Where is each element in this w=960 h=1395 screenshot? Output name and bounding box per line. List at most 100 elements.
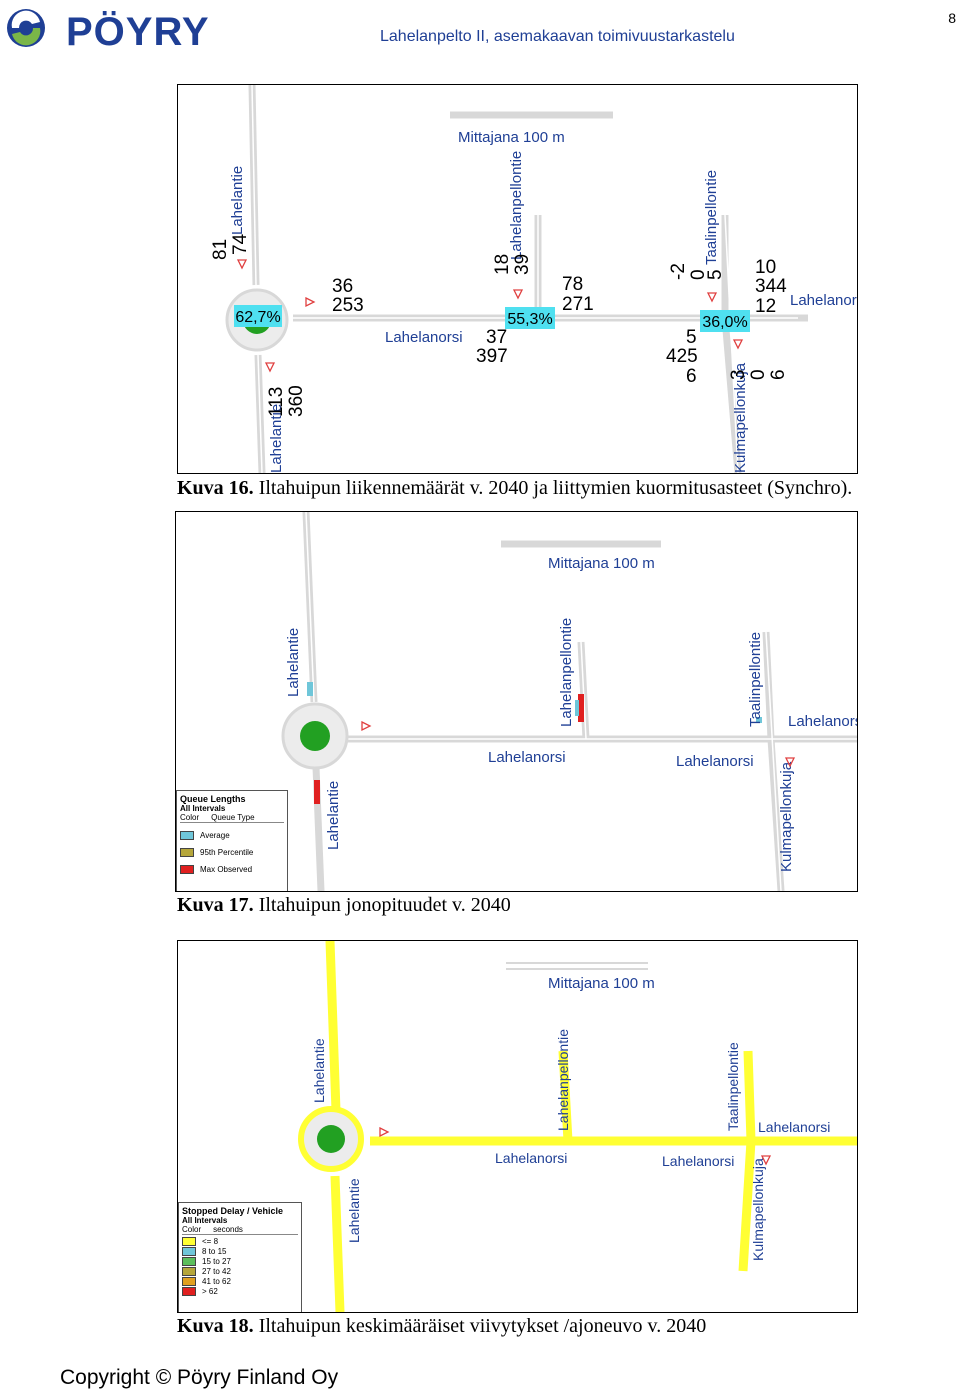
legend-item-label: 15 to 27 — [202, 1257, 231, 1266]
volume-label: -2 — [668, 263, 689, 280]
street-label: Lahelanorsi — [488, 749, 566, 766]
legend-item: 27 to 42 — [182, 1267, 298, 1276]
volume-label: 6 — [768, 369, 789, 380]
legend-column-header: Color — [180, 813, 200, 822]
volume-label: 253 — [332, 295, 364, 316]
legend-column-header: seconds — [213, 1225, 243, 1234]
volume-label: 37 — [486, 327, 507, 348]
street-label: Lahelanorsi — [662, 1153, 734, 1169]
poyry-logo: PÖYRY — [4, 6, 244, 54]
document-title: Lahelanpelto II, asemakaavan toimivuusta… — [380, 28, 735, 45]
volume-label: 425 — [666, 346, 698, 367]
caption-text: Iltahuipun keskimääräiset viivytykset /a… — [253, 1315, 707, 1337]
street-label: Lahelantie — [268, 404, 285, 473]
street-label: Lahelanorsi — [385, 329, 463, 346]
volume-label: 344 — [755, 276, 787, 297]
figure-caption: Kuva 18. Iltahuipun keskimääräiset viivy… — [177, 1315, 706, 1338]
legend-item-label: 95th Percentile — [200, 848, 254, 857]
street-label: Kulmapellonkuja — [750, 1158, 766, 1261]
volume-label: 0 — [688, 269, 709, 280]
poyry-logo-icon — [7, 9, 45, 47]
street-label: Lahelanorsi — [790, 292, 857, 309]
volume-label: 6 — [686, 366, 697, 387]
street-label: Lahelantie — [311, 1038, 327, 1103]
volume-label: 81 — [210, 239, 231, 260]
street-label: Lahelantie — [346, 1178, 362, 1243]
figure-caption: Kuva 17. Iltahuipun jonopituudet v. 2040 — [177, 894, 511, 917]
street-label: Taalinpellontie — [747, 632, 764, 727]
legend-column-header: Queue Type — [211, 813, 255, 822]
legend-item: 95th Percentile — [180, 848, 284, 857]
legend-swatch — [180, 831, 194, 840]
legend-swatch — [182, 1277, 196, 1286]
legend-item: 41 to 62 — [182, 1277, 298, 1286]
caption-label: Kuva 17. — [177, 894, 254, 916]
street-label: Lahelantie — [325, 781, 342, 850]
legend-swatch — [182, 1267, 196, 1276]
volume-label: 113 — [266, 387, 287, 417]
street-label: Lahelantie — [229, 166, 246, 235]
street-label: Lahelanpellontie — [558, 618, 575, 727]
scale-bar-label: Mittajana 100 m — [548, 555, 655, 572]
legend-item: > 62 — [182, 1287, 298, 1296]
legend-swatch — [182, 1257, 196, 1266]
legend-item-label: Max Observed — [200, 865, 253, 874]
footer-copyright: Copyright © Pöyry Finland Oy — [60, 1366, 339, 1389]
street-label: Kulmapellonkuja — [778, 761, 795, 872]
legend-swatch — [180, 865, 194, 874]
figure-caption: Kuva 16. Iltahuipun liikennemäärät v. 20… — [177, 477, 852, 500]
legend-swatch — [180, 848, 194, 857]
volume-label: 271 — [562, 294, 594, 315]
figure-stopped-delay: Mittajana 100 m Lahelantie Lahelantie La… — [177, 940, 858, 1313]
legend-item: 15 to 27 — [182, 1257, 298, 1266]
delay-map: Mittajana 100 m Lahelantie Lahelantie La… — [298, 941, 857, 1312]
queue-legend: Queue Lengths All Intervals Color Queue … — [176, 790, 288, 891]
volume-label: 36 — [332, 276, 353, 297]
street-label: Lahelanpellontie — [555, 1029, 571, 1131]
legend-swatch — [182, 1247, 196, 1256]
street-label: Lahelanorsi — [758, 1119, 830, 1135]
caption-text: Iltahuipun jonopituudet v. 2040 — [253, 894, 511, 916]
legend-item-label: 27 to 42 — [202, 1267, 231, 1276]
legend-item-label: 8 to 15 — [202, 1247, 227, 1256]
street-label: Lahelanorsi — [788, 713, 857, 730]
legend-title: Stopped Delay / Vehicle — [182, 1206, 284, 1216]
street-label: Lahelanorsi — [676, 753, 754, 770]
legend-item: Max Observed — [180, 865, 284, 874]
page-number: 8 — [948, 10, 956, 26]
legend-title: Queue Lengths — [180, 794, 246, 804]
legend-column-header: Color — [182, 1225, 202, 1234]
queue-length-map: Mittajana 100 m Lahelantie Lahelantie La… — [281, 512, 857, 891]
caption-label: Kuva 18. — [177, 1315, 254, 1337]
delay-legend: Stopped Delay / Vehicle All Intervals Co… — [178, 1202, 302, 1312]
legend-swatch — [182, 1237, 196, 1246]
load-taalinpellontie: 36,0% — [702, 314, 747, 331]
legend-item: 8 to 15 — [182, 1247, 298, 1256]
legend-item: <= 8 — [182, 1237, 298, 1246]
legend-item-label: 41 to 62 — [202, 1277, 231, 1286]
load-lahelanpellontie: 55,3% — [507, 311, 552, 328]
legend-subtitle: All Intervals — [180, 804, 226, 813]
volume-label: 10 — [755, 257, 776, 278]
volume-label: 18 — [492, 254, 513, 275]
street-label: Kulmapellonkuja — [732, 362, 749, 473]
legend-item-label: Average — [200, 831, 230, 840]
street-label: Taalinpellontie — [703, 170, 720, 265]
volume-label: 39 — [512, 254, 533, 275]
legend-subtitle: All Intervals — [182, 1216, 228, 1225]
traffic-volume-map: 62,7% 55,3% 36,0% Mittajana 100 m Lahela… — [210, 85, 857, 473]
volume-label: 74 — [230, 233, 251, 255]
figure-queue-lengths: Mittajana 100 m Lahelantie Lahelantie La… — [175, 511, 858, 892]
legend-item: Average — [180, 831, 284, 840]
volume-label: 5 — [705, 269, 726, 280]
volume-label: 0 — [748, 369, 769, 380]
volume-label: 397 — [476, 346, 508, 367]
street-label: Lahelanorsi — [495, 1150, 567, 1166]
scale-bar-label: Mittajana 100 m — [458, 129, 565, 146]
volume-label: 5 — [686, 327, 697, 348]
volume-label: 78 — [562, 274, 583, 295]
legend-item-label: <= 8 — [202, 1237, 219, 1246]
load-roundabout: 62,7% — [235, 309, 280, 326]
volume-label: 3 — [728, 369, 749, 380]
legend-item-label: > 62 — [202, 1287, 218, 1296]
